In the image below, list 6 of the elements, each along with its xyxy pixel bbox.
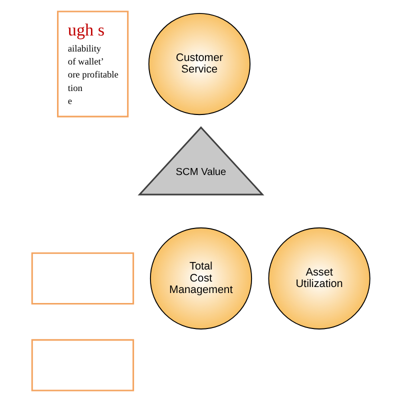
node-box (31, 339, 134, 392)
node-circle: Total Cost Management (150, 227, 252, 330)
node-circle: Asset Utilization (268, 227, 370, 330)
node-box (31, 252, 134, 305)
node-circle: Customer Service (148, 12, 250, 116)
node-box: ugh s ailability of wallet’ ore profitable tion e (57, 10, 129, 118)
